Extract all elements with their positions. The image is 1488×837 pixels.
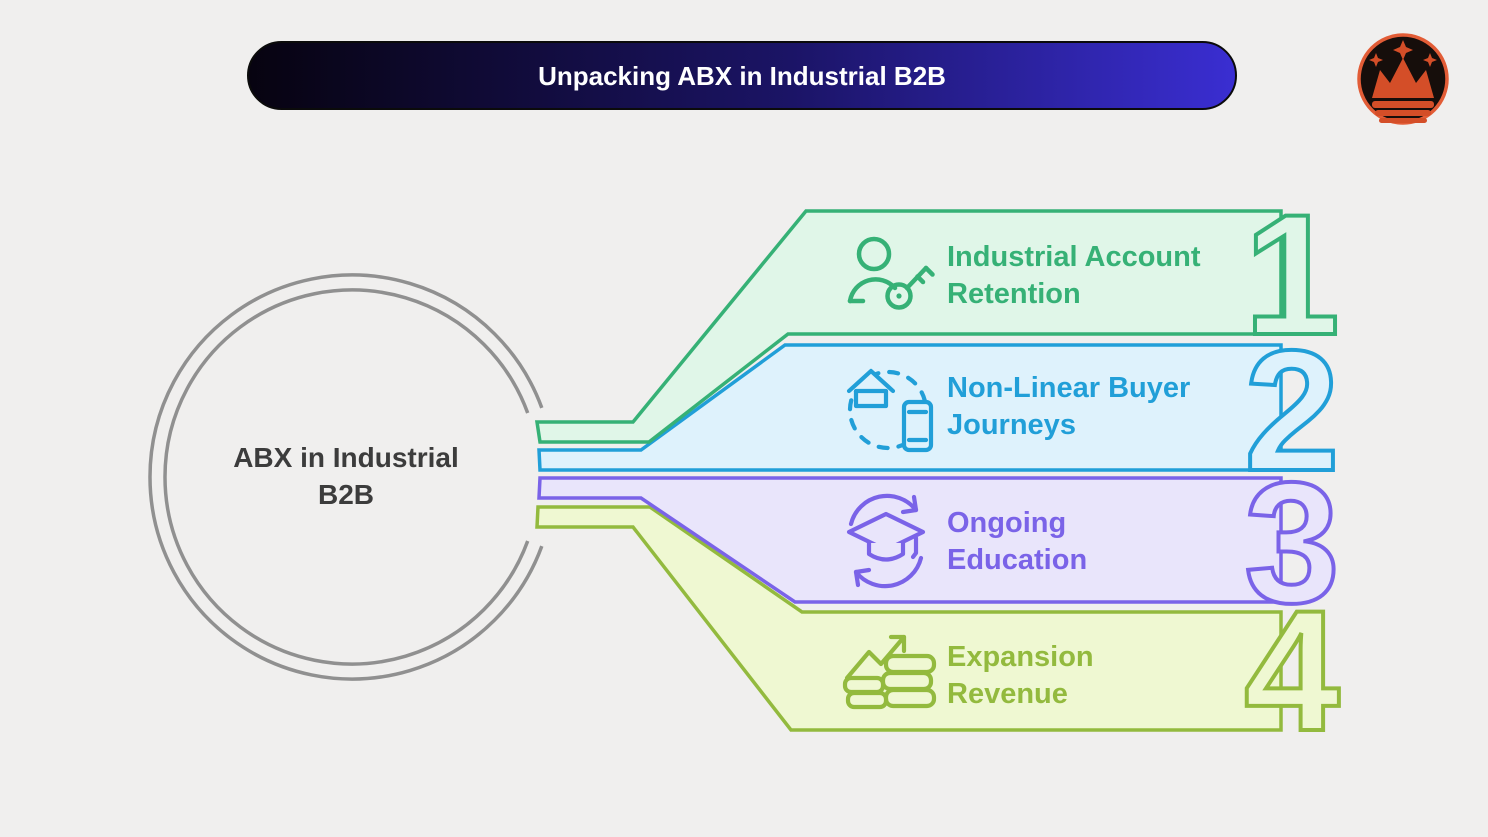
hub-ring-outer: [148, 273, 544, 681]
page-title: Unpacking ABX in Industrial B2B: [538, 61, 946, 91]
item-1-label-line2: Retention: [947, 278, 1081, 310]
item-4-number: 4: [1244, 575, 1340, 767]
item-2-label-line1: Non-Linear Buyer: [947, 372, 1190, 404]
hub-label-line2: B2B: [318, 479, 374, 510]
item-3-number: 3: [1244, 447, 1340, 639]
buyer-journey-icon: [846, 368, 934, 453]
account-retention-icon: [847, 236, 935, 310]
item-2-number: 2: [1244, 315, 1340, 507]
item-4-label-line1: Expansion: [947, 641, 1094, 673]
item-1-band: [534, 209, 1283, 444]
hub-circle: [148, 273, 544, 681]
item-4-band: [535, 505, 1283, 732]
item-1-label-line1: Industrial Account: [947, 241, 1201, 273]
expansion-revenue-icon: [842, 634, 937, 710]
item-3-label-line2: Education: [947, 544, 1087, 576]
item-2-label-line2: Journeys: [947, 409, 1076, 441]
item-3-label-line1: Ongoing: [947, 507, 1066, 539]
ongoing-education-icon: [846, 493, 926, 589]
hub-label-line1: ABX in Industrial: [233, 442, 459, 473]
item-4-label-line2: Revenue: [947, 678, 1068, 710]
crown-icon: [1369, 40, 1437, 123]
header-pill: Unpacking ABX in Industrial B2B: [247, 41, 1237, 110]
brand-logo: [1357, 33, 1449, 125]
item-1-number: 1: [1244, 179, 1340, 371]
hub-ring-inner: [163, 288, 530, 666]
